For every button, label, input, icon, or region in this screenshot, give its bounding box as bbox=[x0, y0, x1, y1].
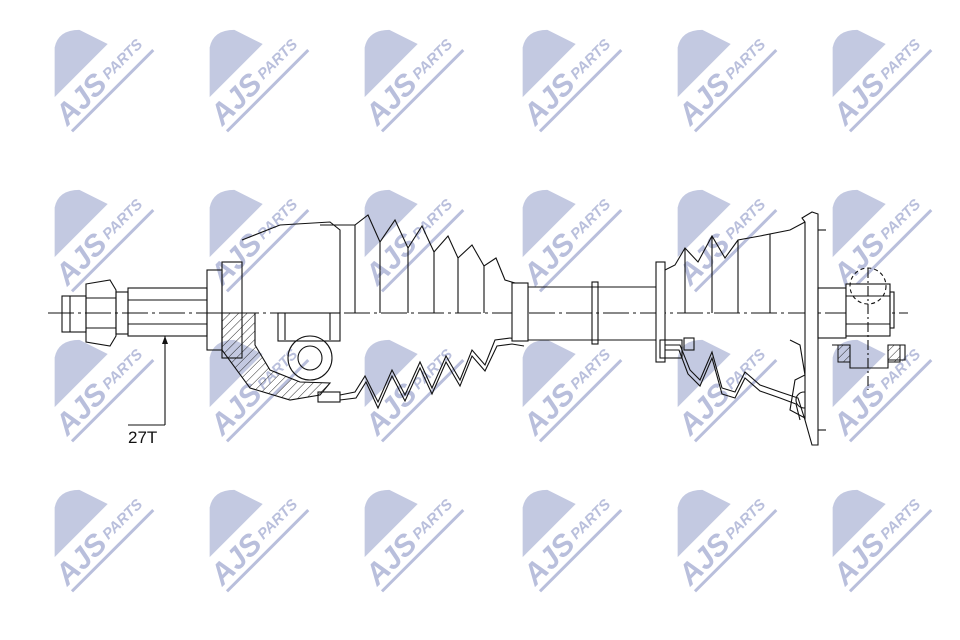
shaft bbox=[528, 281, 656, 345]
left-threaded-stub bbox=[61, 261, 243, 359]
outer-boot bbox=[317, 214, 529, 410]
spline-callout bbox=[128, 336, 168, 426]
hex-nut bbox=[85, 279, 117, 347]
outer-cv-joint bbox=[221, 221, 341, 401]
spline-count-label: 27T bbox=[128, 428, 158, 447]
right-stub bbox=[817, 267, 906, 390]
inner-boot bbox=[655, 221, 813, 421]
flange-plate bbox=[801, 211, 826, 446]
